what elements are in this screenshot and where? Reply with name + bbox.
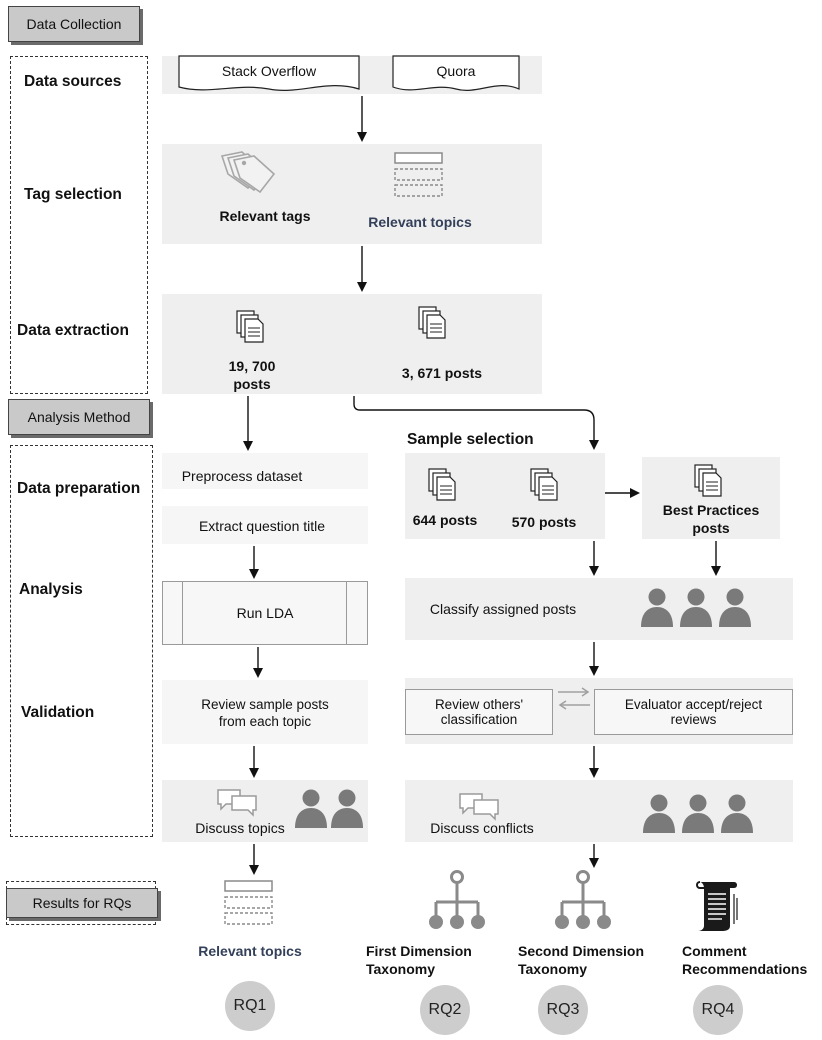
sample-selection-title: Sample selection	[407, 431, 534, 448]
preprocess-dataset: Preprocess dataset	[181, 468, 303, 484]
quora-posts-count: 3, 671 posts	[401, 365, 483, 381]
review-sample-posts-line1: Review sample posts	[201, 697, 329, 712]
review-others-classification-box: Review others' classification	[405, 689, 553, 735]
analysis-method-frame	[10, 445, 153, 837]
data-collection-frame	[10, 56, 148, 394]
people-group-icon	[643, 794, 753, 833]
stage-validation: Validation	[21, 704, 95, 721]
people-group-icon	[641, 588, 751, 627]
hierarchy-icon	[429, 870, 485, 929]
chat-bubbles-icon	[217, 789, 257, 817]
rq2-line1: First Dimension	[366, 943, 472, 959]
document-stack-icon	[694, 464, 722, 497]
discuss-topics: Discuss topics	[195, 820, 285, 836]
document-stack-icon	[530, 468, 558, 501]
run-lda-process: Run LDA	[162, 581, 368, 645]
run-lda-right-bar	[346, 581, 347, 645]
chat-bubbles-icon	[459, 793, 499, 821]
scroll-document-icon	[696, 881, 738, 931]
review-others-line2: classification	[440, 712, 518, 727]
review-topic-panel	[162, 680, 368, 744]
rq2-badge: RQ2	[420, 985, 470, 1035]
phase-results: Results for RQs	[6, 888, 158, 918]
rq4-badge: RQ4	[693, 985, 743, 1035]
best-practices-line2: posts	[692, 520, 730, 536]
rq3-badge: RQ3	[538, 985, 588, 1035]
document-stack-icon	[418, 306, 446, 339]
data-extraction-panel	[162, 294, 542, 394]
stage-data-sources: Data sources	[24, 73, 122, 90]
source-stack-overflow: Stack Overflow	[221, 63, 317, 79]
rq4-line2: Recommendations	[682, 961, 808, 977]
rq2-line2: Taxonomy	[366, 961, 435, 977]
topic-list-icon	[224, 880, 273, 925]
so-posts-unit: posts	[233, 376, 271, 392]
rq3-line1: Second Dimension	[518, 943, 645, 959]
extract-title-panel	[162, 506, 368, 544]
run-lda-label: Run LDA	[236, 605, 294, 621]
rq1-relevant-topics: Relevant topics	[198, 943, 302, 959]
stage-tag-selection: Tag selection	[24, 186, 122, 203]
document-stack-icon	[236, 310, 264, 343]
classify-assigned-posts: Classify assigned posts	[429, 601, 577, 617]
discuss-topics-panel	[162, 780, 368, 842]
tag-icon	[220, 151, 276, 194]
rq1-badge: RQ1	[225, 981, 275, 1031]
stage-data-extraction: Data extraction	[17, 322, 129, 339]
hierarchy-icon	[555, 870, 611, 929]
posts-644: 644 posts	[412, 512, 478, 528]
evaluator-line2: reviews	[670, 712, 717, 727]
exchange-arrows-icon	[558, 687, 590, 710]
review-sample-posts-line2: from each topic	[218, 714, 312, 729]
preprocess-panel	[162, 453, 368, 489]
source-quora: Quora	[436, 63, 476, 79]
people-group-icon	[295, 789, 363, 828]
topic-list-icon	[394, 152, 443, 197]
phase-analysis-method: Analysis Method	[8, 399, 150, 435]
label-relevant-tags: Relevant tags	[219, 208, 311, 224]
run-lda-left-bar	[182, 581, 183, 645]
best-practices-line1: Best Practices	[662, 502, 760, 518]
extract-question-title: Extract question title	[198, 518, 326, 534]
posts-570: 570 posts	[511, 514, 577, 530]
document-stack-icon	[428, 468, 456, 501]
phase-data-collection: Data Collection	[8, 6, 140, 42]
quora-document-shape	[392, 55, 520, 91]
evaluator-line1: Evaluator accept/reject	[624, 697, 763, 712]
discuss-conflicts: Discuss conflicts	[430, 820, 534, 836]
stage-data-preparation: Data preparation	[17, 480, 141, 497]
label-relevant-topics: Relevant topics	[368, 214, 472, 230]
rq3-line2: Taxonomy	[518, 961, 587, 977]
so-posts-count: 19, 700	[228, 358, 276, 374]
review-others-line1: Review others'	[434, 697, 524, 712]
rq4-line1: Comment	[682, 943, 747, 959]
evaluator-accept-reject-box: Evaluator accept/reject reviews	[594, 689, 793, 735]
stack-overflow-document-shape	[178, 55, 360, 91]
stage-analysis: Analysis	[19, 581, 83, 598]
